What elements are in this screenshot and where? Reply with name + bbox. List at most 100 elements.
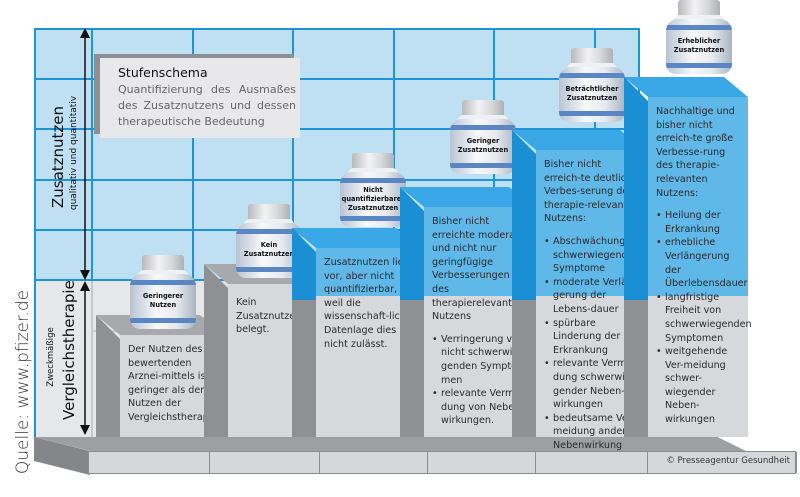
bottle-label-line: Zusatznutzen (347, 203, 399, 212)
step-bullet-list: Heilung der Erkrankungerhebliche Verläng… (656, 209, 752, 427)
bottle-label-line: Zusatznutzen (673, 46, 725, 54)
step-description: Bisher nicht erreichte moderate und nich… (432, 215, 529, 428)
step-description: Der Nutzen des zu bewertenden Arznei-mit… (128, 343, 220, 425)
bottle-label-line: Nicht (363, 185, 383, 194)
bottle-neck (674, 15, 724, 21)
floor-segment (90, 452, 210, 473)
step-text: Zusatznutzen liegt vor, aber nicht quant… (324, 257, 414, 350)
step-bullet: Heilung der Erkrankung (656, 209, 744, 236)
step-bullet: relevante Vermei-dung von Neben-wirkunge… (432, 387, 529, 428)
source-credit: Quelle: www.pfizer.de (13, 289, 33, 475)
bottle-band (130, 318, 196, 323)
copyright-notice: © Presseagentur Gesundheit (666, 456, 790, 466)
step-side-face (400, 187, 424, 437)
bottle-band (450, 125, 516, 130)
grid-vertical-line (292, 28, 294, 280)
step-bullet: moderate Verlän-gerung der Lebens-dauer (544, 276, 640, 317)
bottle-cap (142, 255, 184, 272)
step-bullet: Abschwächung schwerwiegender Symptome (544, 235, 640, 276)
bottle-label-line: Zusatznutzen (457, 146, 509, 154)
step-side-face (292, 228, 316, 437)
bottle-band (666, 63, 732, 68)
bottle-label-line: Geringerer (142, 292, 184, 300)
bottle-neck (138, 270, 188, 276)
floor-front (88, 451, 796, 474)
step-description: Kein Zusatznutzen belegt. (236, 296, 309, 337)
bottle-band (559, 73, 625, 78)
step-side-face (512, 130, 536, 437)
step-bullet: bedeutsame Ver-meidung anderer Nebenwirk… (544, 412, 640, 453)
bottle-band (450, 163, 516, 168)
bottle-label-line: Zusatznutzen (566, 94, 618, 102)
step-top-face (512, 130, 644, 150)
bottle-band (666, 25, 732, 30)
bottle-band (559, 111, 625, 116)
title-box-description: Quantifizierung des Ausmaßes des Zusatzn… (118, 83, 296, 128)
bottle-neck (567, 63, 617, 69)
grid-horizontal-line (34, 179, 640, 181)
grid-horizontal-line (34, 128, 640, 130)
bottle-label-line: Erheblicher (677, 37, 721, 45)
step-top-face (292, 228, 420, 248)
arrow-up-icon (80, 28, 90, 38)
bottle-cap (462, 100, 504, 117)
step-text: Nachhaltige und bisher nicht erreich-te … (656, 106, 735, 199)
grid-vertical-line (393, 28, 395, 280)
grid-vertical-line (192, 28, 194, 280)
bottle-neck (458, 115, 508, 121)
bottle-band (236, 229, 302, 234)
floor-segment (647, 452, 797, 473)
floor-segment (209, 452, 320, 473)
grid-horizontal-line (34, 78, 640, 80)
step-description: Nachhaltige und bisher nicht erreich-te … (656, 105, 752, 427)
bottle-band (340, 178, 406, 183)
floor-segment (427, 452, 536, 473)
step-bullet: relevante Vermei-dung schwerwie-gender N… (544, 357, 640, 411)
bottle-neck (244, 219, 294, 225)
grid-vertical-line (91, 28, 93, 280)
title-box-heading: Stufenschema (118, 65, 208, 80)
step-description: Zusatznutzen liegt vor, aber nicht quant… (324, 256, 416, 351)
bottle-cap (678, 0, 720, 17)
bottle-label-line: Beträchtlicher (565, 85, 619, 93)
floor-segment (535, 452, 648, 473)
step-text: Kein Zusatznutzen belegt. (236, 297, 302, 336)
arrow-down-icon (80, 270, 90, 280)
step-side-face (624, 77, 648, 437)
bottle-label-line: Kein (260, 241, 278, 249)
spacer (656, 200, 744, 209)
step-bullet-list: Verringerung von nicht schwerwie-genden … (432, 333, 529, 428)
bottle-band (130, 280, 196, 285)
bottle-label-line: quantifizierbarer (341, 194, 405, 203)
step-bullet: erhebliche Verlängerung der Überlebensda… (656, 236, 748, 290)
step-top-face (624, 77, 748, 97)
axis-sublabel-zweckmaessige: Zweckmäßige (46, 327, 56, 387)
bottle-band (236, 267, 302, 272)
bottle-label-line: Nutzen (149, 301, 177, 309)
axis-label-zusatznutzen: Zusatznutzen (49, 105, 67, 209)
axis-arrows (80, 28, 90, 435)
axis-sublabel-qualitativ: qualitativ und quantitativ (69, 95, 79, 211)
step-bullet: spürbare Linderung der Erkrankung (544, 317, 640, 358)
arrow-down-icon (80, 425, 90, 435)
step-bullet-list: Abschwächung schwerwiegender Symptomemod… (544, 235, 640, 453)
title-box: Stufenschema Quantifizierung des Ausmaße… (100, 58, 300, 138)
step-text: Bisher nicht erreich-te deutliche Verbes… (544, 159, 640, 225)
step-side-face (96, 315, 120, 437)
step-text: Der Nutzen des zu bewertenden Arznei-mit… (128, 344, 221, 423)
bottle-band (340, 216, 406, 221)
step-description: Bisher nicht erreich-te deutliche Verbes… (544, 158, 640, 452)
floor-segment (319, 452, 428, 473)
step-bullet: langfristige Freiheit von schwerwiegende… (656, 291, 752, 345)
